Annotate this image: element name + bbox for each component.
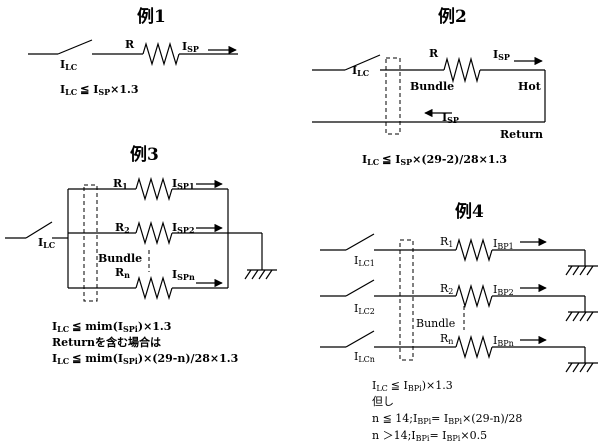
ex4-ibpn-label: IBPn	[493, 334, 514, 348]
ex3-ilc-label: ILC	[38, 236, 55, 250]
ex4-switch-n	[345, 330, 375, 348]
ex4-bundle-label: Bundle	[416, 317, 455, 330]
ground-icon	[244, 269, 273, 280]
ex4-ibp1-label: IBP1	[493, 237, 514, 251]
ex1-r-label: R	[125, 38, 135, 51]
ex4-ilc1-label: ILC1	[354, 254, 375, 268]
ex3-bundle-box	[83, 184, 98, 302]
ex4-switch-2	[345, 279, 375, 297]
example-3: 例3 R1 ISP1	[5, 144, 277, 366]
ex2-isp-label: ISP	[493, 48, 510, 62]
ex3-formula-2: Returnを含む場合は	[52, 335, 161, 349]
ex4-formula-4: n ＞14;IBPi= IBPi×0.5	[372, 429, 487, 443]
ex3-resistor-1	[135, 176, 173, 202]
ex1-ilc-label: ILC	[60, 58, 77, 72]
ex3-isp1-label: ISP1	[172, 177, 195, 191]
ex2-hot-label: Hot	[518, 80, 542, 93]
ex3-formula-3: ILC≦ mim(ISPi)×(29-n)/28×1.3	[52, 352, 238, 366]
ex4-formula-3: n ≦ 14;IBPi= IBPi×(29-n)/28	[372, 412, 522, 426]
ex3-r1-label: R1	[113, 177, 128, 191]
ex3-rn-label: Rn	[115, 266, 130, 280]
ex3-bundle-label: Bundle	[98, 252, 142, 265]
ex2-ilc-label: ILC	[352, 64, 369, 78]
ex2-isp-return-label: ISP	[442, 111, 459, 125]
ex1-resistor	[142, 41, 180, 67]
ex2-r-label: R	[429, 47, 439, 60]
ex4-formula-1: ILC≦ IBPi)×1.3	[372, 379, 453, 393]
ex2-bundle-box	[385, 57, 401, 135]
example-2: 例2 R ISP ILC Bundle Hot ISP Return ILC≦ …	[312, 6, 546, 167]
ex4-r1-label: R1	[440, 235, 453, 249]
ex3-switch	[25, 221, 53, 239]
ex2-return-label: Return	[500, 128, 543, 141]
ex4-ilc2-label: ILC2	[354, 302, 375, 316]
example-1: 例1 R ISP ILC ILC≦ ISP×1.3	[28, 6, 238, 97]
ex4-ilcn-label: ILCn	[354, 350, 375, 364]
ex4-resistor-n	[455, 334, 493, 360]
ex4-ibp2-label: IBP2	[493, 283, 514, 297]
ex1-formula: ILC≦ ISP×1.3	[60, 83, 139, 97]
ex4-rn-label: Rn	[440, 332, 453, 346]
ex1-isp-label: ISP	[182, 40, 199, 54]
ex4-switch-1	[345, 233, 375, 251]
ex3-resistor-2	[135, 220, 173, 246]
ex2-resistor	[443, 56, 481, 84]
ground-icon	[565, 265, 594, 276]
ex3-resistor-n	[135, 275, 173, 301]
example-2-title: 例2	[438, 6, 467, 27]
ground-icon	[565, 311, 594, 322]
ex4-resistor-2	[455, 283, 493, 309]
example-4-title: 例4	[455, 201, 484, 222]
example-3-title: 例3	[130, 144, 159, 165]
ex4-r2-label: R2	[440, 282, 453, 296]
ground-icon	[565, 362, 594, 373]
ex3-isp2-label: ISP2	[172, 221, 195, 235]
ex4-bundle-box	[399, 239, 414, 361]
ex2-switch	[344, 54, 381, 71]
ex2-bundle-label: Bundle	[410, 80, 454, 93]
example-4: 例4	[320, 201, 598, 443]
ex3-formula-1: ILC≦ mim(ISPi)×1.3	[52, 320, 171, 334]
ex2-formula: ILC≦ ISP×(29-2)/28×1.3	[362, 153, 507, 167]
ex3-r2-label: R2	[115, 221, 130, 235]
ex4-formula-2: 但し	[372, 395, 394, 408]
ex4-resistor-1	[455, 237, 493, 263]
ex3-ispn-label: ISPn	[172, 268, 195, 282]
ex1-switch	[57, 39, 93, 55]
example-1-title: 例1	[137, 6, 166, 27]
